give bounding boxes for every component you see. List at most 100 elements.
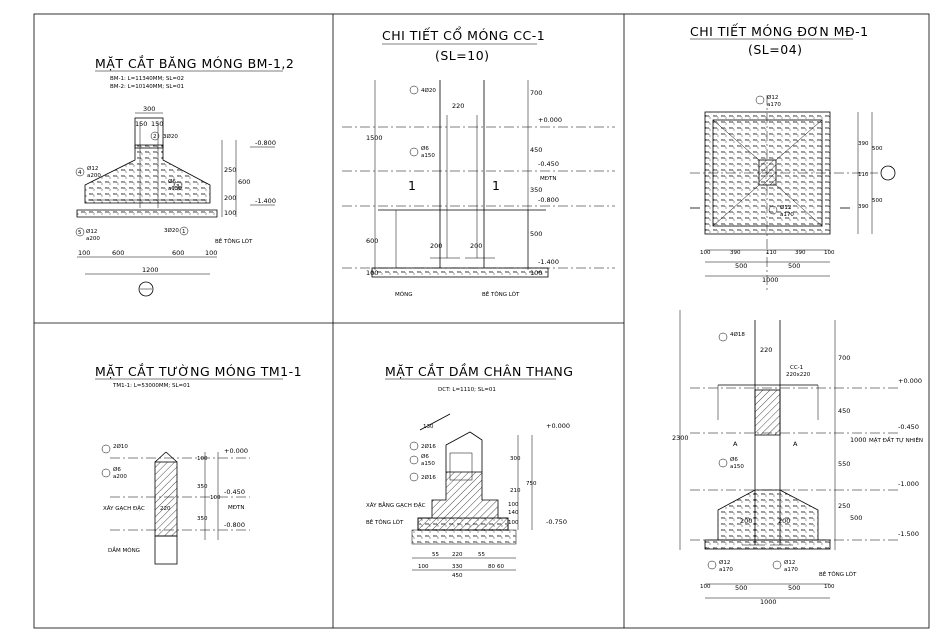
cc-label-mong: MÓNG (395, 291, 412, 298)
bm-dim-150a: 150 (135, 120, 147, 128)
cc-dim-200a: 200 (430, 242, 442, 250)
cc-dim-220: 220 (452, 102, 464, 110)
cc-level-3: -0.800 (538, 196, 559, 204)
md-elev-level1: +0.000 (898, 377, 922, 385)
bm-note-a200a: a200 (87, 173, 101, 179)
cc-notes: 4Ø20 Ø6 a150 1 1 MÓNG BÊ TÔNG LÓT (395, 85, 520, 298)
dc-note-2o16b: 2Ø16 (421, 474, 436, 481)
panel-bm-section: MẶT CẮT BĂNG MÓNG BM-1,2 BM-1: L=11340MM… (75, 55, 294, 297)
bm-dim-100a: 100 (78, 249, 90, 257)
md-elev-level2b: MẶT ĐẤT TỰ NHIÊN (869, 436, 923, 444)
bm-note-3o20-bot: 3Ø20 (164, 227, 179, 234)
dc-dims: 300 210 750 100 140 100 55 220 55 100 33… (412, 435, 537, 579)
dc-dim-330: 330 (452, 564, 463, 570)
md-elev-250: 250 (838, 502, 850, 510)
md-elev-beam: CC-1 (790, 365, 803, 371)
tm-wall (110, 451, 250, 565)
cc-section-right: 1 (492, 178, 500, 193)
bm-dim-250: 250 (224, 166, 236, 174)
md-plan-390a: 390 (730, 250, 741, 256)
cc-level-1: +0.000 (538, 116, 562, 124)
cc-dim-700: 700 (530, 89, 542, 97)
md-elev-700: 700 (838, 354, 850, 362)
tm-note-beam: DẦM MÓNG (108, 546, 140, 554)
bm-note-a200b: a200 (86, 236, 100, 242)
dc-dim-750: 750 (526, 481, 537, 487)
cc-note-4o20: 4Ø20 (421, 87, 436, 94)
md-plan-110: 110 (766, 250, 777, 256)
dc-sub: DCT: L=1110; SL=01 (438, 387, 496, 393)
md-plan-note-a170: a170 (767, 102, 781, 108)
md-plan-100a: 100 (700, 250, 711, 256)
md-elev-1000x: 1000 (760, 598, 777, 606)
md-elev-level2: -0.450 (898, 423, 919, 431)
cc-dim-100b: 100 (530, 269, 542, 277)
dc-note-lean: BÊ TÔNG LÓT (366, 518, 404, 526)
panel-dc-section: MẶT CẮT DẦM CHÂN THANG DCT: L=1110; SL=0… (366, 363, 573, 579)
dc-note-o6: Ø6 (421, 453, 429, 460)
md-elev-lean: BÊ TÔNG LÓT (819, 570, 857, 578)
dc-level-1: +0.000 (546, 422, 570, 430)
cc-dim-350: 350 (530, 186, 542, 194)
md-elev-220: 220 (760, 346, 772, 354)
dc-dim-60: 60 (497, 564, 504, 570)
md-plan-390d: 390 (858, 204, 869, 210)
tm-note-220: 220 (160, 506, 171, 512)
cc-dim-600: 600 (366, 237, 378, 245)
cc-dim-500: 500 (530, 230, 542, 238)
dc-dim-140: 140 (508, 510, 519, 516)
md-elev-note-o6: Ø6 (730, 456, 738, 463)
cc-dim-200b: 200 (470, 242, 482, 250)
bm-lean-label: BÊ TÔNG LÓT (215, 237, 253, 245)
dc-note-a150: a150 (421, 461, 435, 467)
md-elev-dims: 2300 700 450 550 250 1000 500 220 200 20… (672, 310, 867, 606)
md-elev-1000: 1000 (850, 436, 867, 444)
bm-dim-100b: 100 (205, 249, 217, 257)
md-elev-note-a170a: a170 (719, 567, 733, 573)
dc-note-wall: XÂY BẰNG GẠCH ĐẶC (366, 501, 426, 509)
panel-tm-section: MẶT CẮT TƯỜNG MÓNG TM1-1 TM1-1: L=53000M… (95, 363, 302, 565)
tm-level-1: +0.000 (224, 447, 248, 455)
cc-dim-450: 450 (530, 146, 542, 154)
md-plan-note-o12: Ø12 (767, 94, 778, 101)
md-elev-200b: 200 (778, 517, 790, 525)
bm-dim-150b: 150 (151, 120, 163, 128)
bm-axis-marker (138, 281, 154, 297)
bm-dim-200: 200 (224, 194, 236, 202)
bm-bubble-2: 2 (153, 134, 157, 140)
md-plan-500b: 500 (788, 262, 800, 270)
md-elev-beam2: 220x220 (786, 372, 811, 378)
tm-note-o6: Ø6 (113, 466, 121, 473)
bm-dim-600b: 600 (172, 249, 184, 257)
md-plan-390b: 390 (795, 250, 806, 256)
md-plan (690, 95, 896, 290)
bm-bubble-4: 4 (78, 170, 82, 176)
dc-labels: 130 2Ø16 Ø6 a150 2Ø16 XÂY BẰNG GẠCH ĐẶC … (366, 422, 570, 526)
dc-dim-80: 80 (488, 564, 495, 570)
bm-sub1: BM-1: L=11340MM; SL=02 (110, 76, 184, 82)
bm-bubble-3: 3 (176, 184, 180, 190)
tm-labels: 2Ø10 Ø6 a200 XÂY GẠCH ĐẶC 220 DẦM MÓNG +… (101, 443, 248, 554)
tm-dim-350a: 350 (197, 484, 208, 490)
md-title: CHI TIẾT MÓNG ĐƠN MĐ-1 (690, 23, 869, 39)
md-elev-note-4o18: 4Ø18 (730, 331, 745, 338)
dc-dim-210: 210 (510, 488, 521, 494)
cc-dims: 220 200 200 700 450 350 500 100 1500 600… (366, 80, 542, 277)
bm-notes: 2 3Ø20 3 Ø6 a150 4 Ø12 a200 5 Ø12 a200 3… (75, 131, 253, 245)
dc-note-130: 130 (423, 424, 434, 430)
bm-note-a150: a150 (168, 186, 182, 192)
bm-level-top: -0.800 (255, 139, 276, 147)
md-sub: (SL=04) (748, 42, 803, 57)
bm-dim-100c: 100 (224, 209, 236, 217)
md-elev-note-a150: a150 (730, 464, 744, 470)
tm-level-3: -0.800 (224, 521, 245, 529)
md-elev-sec-a-right: A (793, 440, 798, 448)
md-plan-500c: 500 (872, 146, 883, 152)
cc-section-left: 1 (408, 178, 416, 193)
md-elev-500y: 500 (788, 584, 800, 592)
dc-dim-55b: 55 (478, 552, 485, 558)
cc-note-a150: a150 (421, 153, 435, 159)
dc-dim-220: 220 (452, 552, 463, 558)
md-plan-110b: 110 (858, 172, 869, 178)
